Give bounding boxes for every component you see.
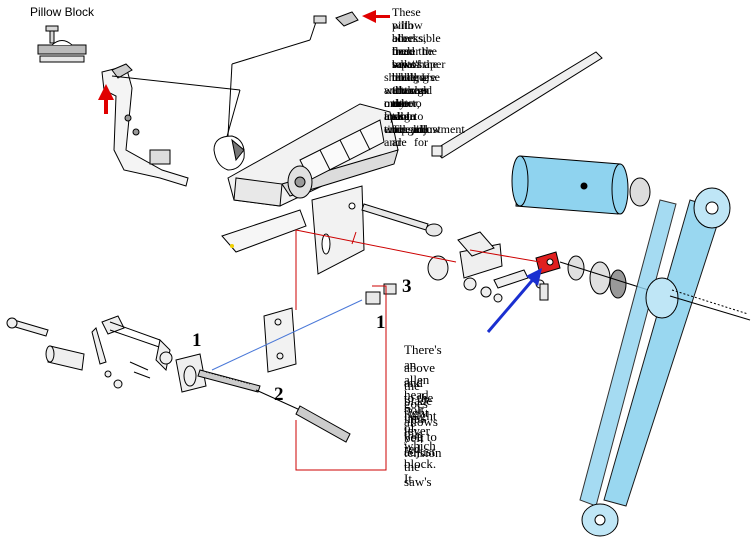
part-label-3: 3 [402,276,412,297]
tilt-rod [431,51,603,159]
note-line: adjustment [412,122,465,136]
pillow-block-icon [37,25,87,63]
part-label-1-lower: 1 [376,312,386,333]
part-label-2: 2 [274,384,284,405]
red-tension-block [535,251,561,275]
red-callout-arrow [362,10,390,23]
note-line: accessible from the top of the table. Us… [392,31,441,123]
blue-pointer-arrow [486,268,542,333]
motor-bracket [101,11,359,187]
part-label-1-upper: 1 [192,330,202,351]
note-line: belt tension [404,430,442,460]
red-link-lines [295,229,541,471]
note-line: These pillow blocks, under the saw/shape… [392,5,446,97]
note-line: to allow for [414,109,441,149]
note-line: only loosen enough [384,96,420,136]
shroud-housing [221,103,399,253]
red-up-arrow [98,84,114,114]
height-linkage [6,315,351,443]
mounting-plate [311,185,365,275]
note-line: There's an allen head bolt [404,342,442,417]
note-line: with allen head bolts that go through th… [392,18,430,149]
motor-cylinder [511,155,651,215]
note-line: the blade height lever which [404,378,437,453]
adjuster-bolts [365,283,549,305]
blue-guide-line [211,299,363,371]
note-line: goes into this red block. It [404,396,437,486]
note-line: allows you to adjust the saw's [404,414,438,489]
note-line: shroud and motor up so work [384,70,417,136]
arbor-parts [427,231,545,303]
long-bolt [361,203,443,237]
note-line: above and to the right of [404,360,436,435]
slotted-block [263,307,297,373]
note-line: what's holding the saw arbor, [392,57,429,110]
legend-title: Pillow Block [30,5,95,19]
note-line: with one at a time and [384,83,406,149]
belt-assembly [579,187,751,537]
note-line: the saw blade to the miter slot. They're [392,44,429,136]
